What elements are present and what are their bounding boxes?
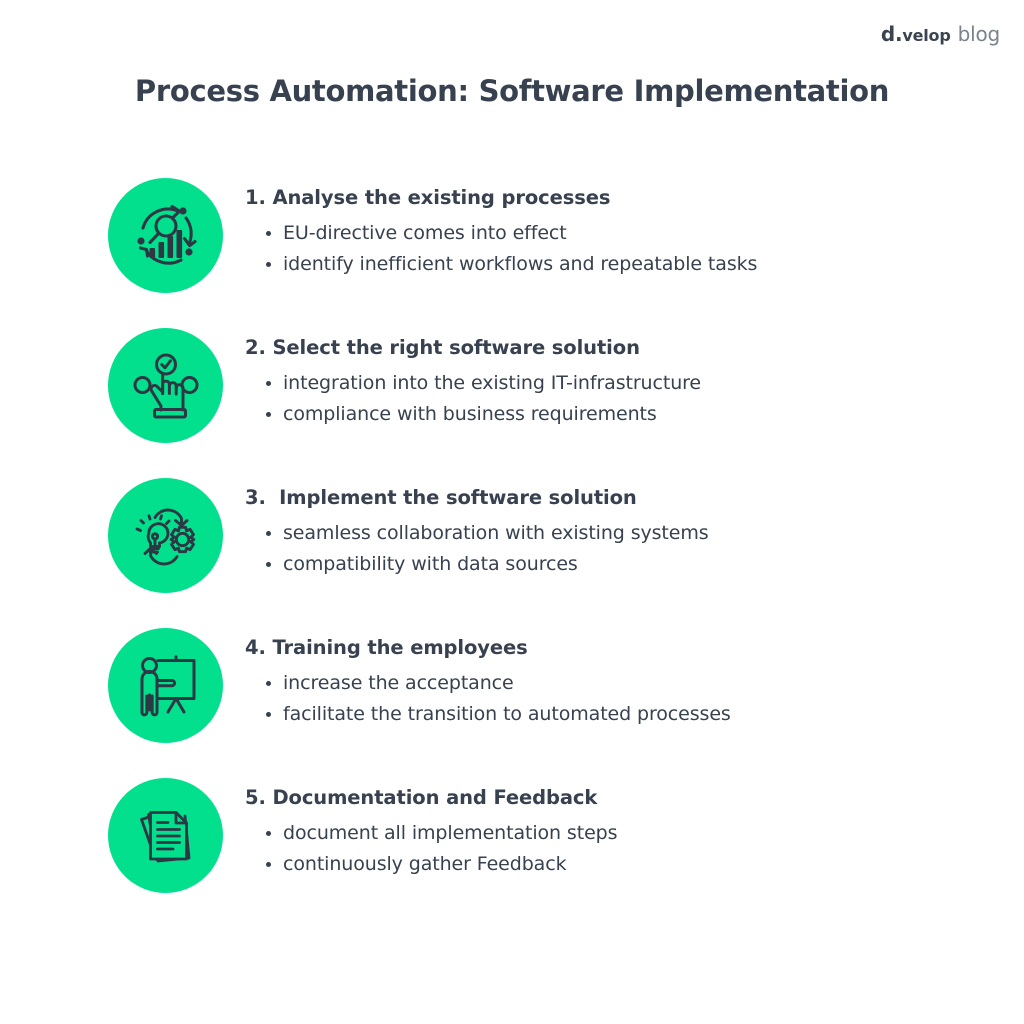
bullet-text: increase the acceptance [283,672,514,694]
bullet-dot-icon [266,862,271,867]
bullet-text: compliance with business requirements [283,403,657,425]
step-icon-badge [108,628,223,743]
select-option-hand-icon [128,348,204,424]
bullet-dot-icon [266,381,271,386]
step-body: 5. Documentation and Feedback document a… [245,786,945,880]
step-bullets: document all implementation steps contin… [245,818,945,880]
list-item: facilitate the transition to automated p… [266,699,945,730]
step-heading: 5. Documentation and Feedback [245,786,598,809]
step-heading: 3. Implement the software solution [245,486,637,509]
step-row: 4. Training the employees increase the a… [108,628,968,778]
step-bullets: integration into the existing IT-infrast… [245,368,945,430]
step-icon-badge [108,478,223,593]
step-heading: 2. Select the right software solution [245,336,640,359]
bullet-dot-icon [266,231,271,236]
step-icon-badge [108,328,223,443]
list-item: integration into the existing IT-infrast… [266,368,945,399]
brand-logo[interactable]: d.velop blog [881,22,1000,46]
brand-logo-name: d.velop [880,22,951,46]
list-item: EU-directive comes into effect [266,218,945,249]
page-title: Process Automation: Software Implementat… [134,74,890,108]
step-heading: 4. Training the employees [245,636,528,659]
step-row: 2. Select the right software solution in… [108,328,968,478]
brand-logo-sub: blog [957,22,1001,46]
documents-stack-icon [128,798,204,874]
step-row: 3. Implement the software solution seaml… [108,478,968,628]
bullet-text: identify inefficient workflows and repea… [283,253,758,275]
bullet-text: facilitate the transition to automated p… [283,703,731,725]
bullet-dot-icon [266,562,271,567]
list-item: document all implementation steps [266,818,945,849]
step-icon-badge [108,778,223,893]
step-icon-badge [108,178,223,293]
list-item: seamless collaboration with existing sys… [266,518,945,549]
bullet-text: compatibility with data sources [283,553,578,575]
list-item: compliance with business requirements [266,399,945,430]
step-bullets: seamless collaboration with existing sys… [245,518,945,580]
bullet-dot-icon [266,681,271,686]
list-item: increase the acceptance [266,668,945,699]
bullet-dot-icon [266,412,271,417]
bullet-dot-icon [266,712,271,717]
bullet-dot-icon [266,831,271,836]
step-body: 2. Select the right software solution in… [245,336,945,430]
idea-gear-cycle-icon [128,498,204,574]
bullet-dot-icon [266,262,271,267]
steps-list: 1. Analyse the existing processes EU-dir… [108,178,968,928]
bullet-text: document all implementation steps [283,822,618,844]
step-row: 1. Analyse the existing processes EU-dir… [108,178,968,328]
bullet-text: continuously gather Feedback [283,853,567,875]
step-body: 4. Training the employees increase the a… [245,636,945,730]
list-item: continuously gather Feedback [266,849,945,880]
bullet-text: integration into the existing IT-infrast… [283,372,702,394]
step-bullets: increase the acceptance facilitate the t… [245,668,945,730]
step-heading: 1. Analyse the existing processes [245,186,611,209]
bullet-text: seamless collaboration with existing sys… [283,522,709,544]
step-body: 1. Analyse the existing processes EU-dir… [245,186,945,280]
step-bullets: EU-directive comes into effect identify … [245,218,945,280]
bullet-dot-icon [266,531,271,536]
step-body: 3. Implement the software solution seaml… [245,486,945,580]
step-row: 5. Documentation and Feedback document a… [108,778,968,928]
training-presentation-icon [128,648,204,724]
process-analysis-icon [128,198,204,274]
list-item: identify inefficient workflows and repea… [266,249,945,280]
bullet-text: EU-directive comes into effect [283,222,567,244]
list-item: compatibility with data sources [266,549,945,580]
